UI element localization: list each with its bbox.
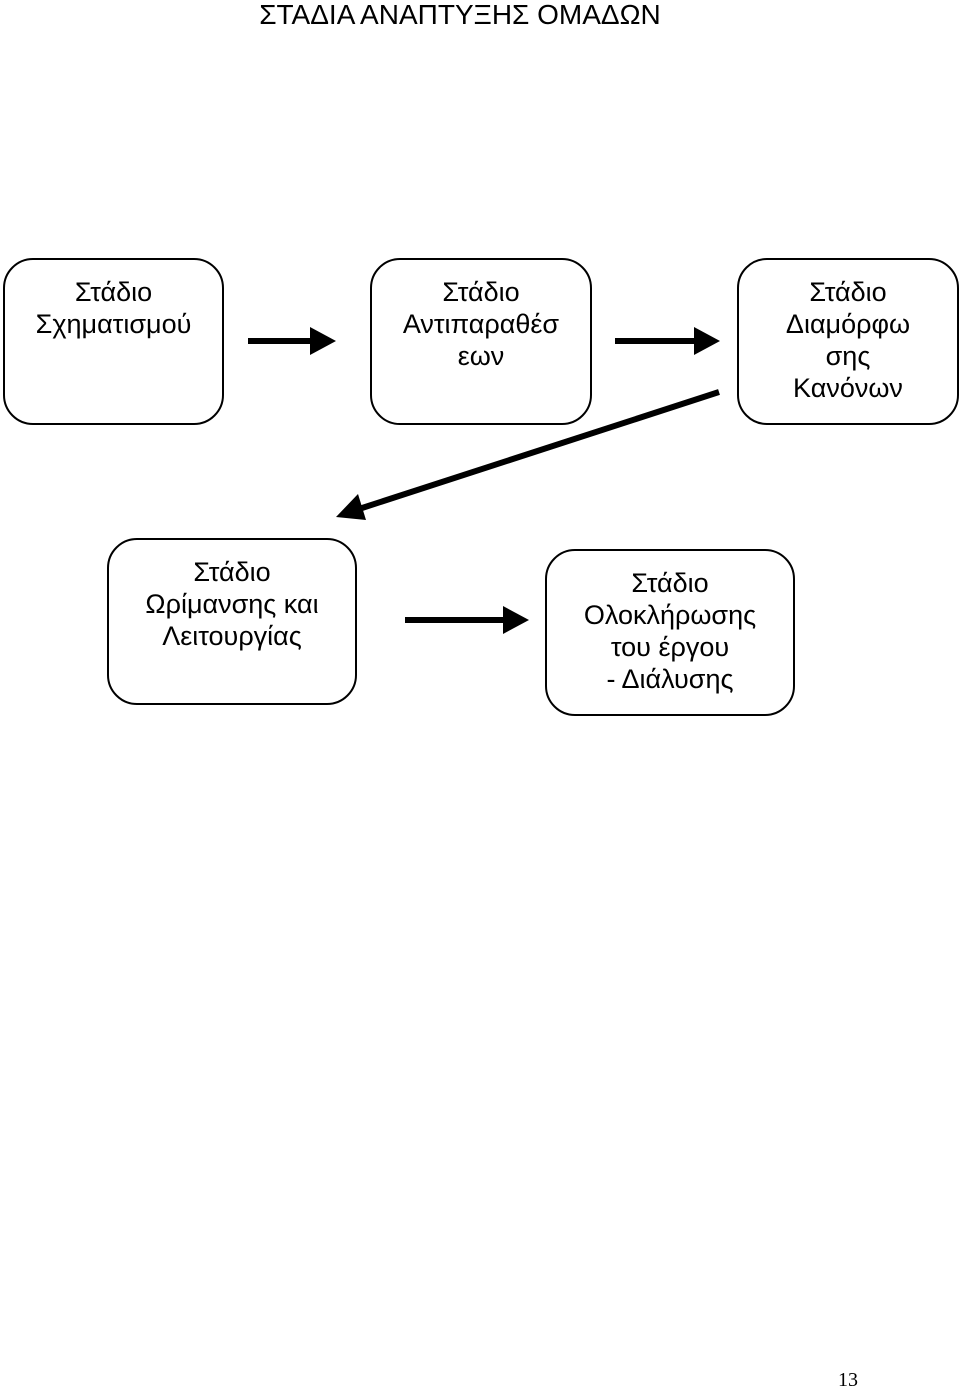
stage-box-adjourning: Στάδιο Ολοκλήρωσης του έργου - Διάλυσης (545, 549, 795, 716)
page-number: 13 (838, 1369, 858, 1391)
stage-label-line: Ολοκλήρωσης (583, 600, 757, 630)
stage-label-line: - Διάλυσης (606, 664, 734, 694)
stage-label-line: Αντιπαραθέσ (402, 309, 560, 339)
stage-label-line: Σχηματισμού (35, 309, 192, 339)
stage-box-norming: Στάδιο Διαμόρφω σης Κανόνων (737, 258, 959, 425)
arrow-right-icon (248, 327, 336, 355)
stage-label-line: Διαμόρφω (785, 309, 911, 339)
stage-label-line: Στάδιο (809, 277, 887, 307)
stage-label-line: εων (457, 341, 505, 371)
stage-label-line: Στάδιο (193, 557, 271, 587)
stage-label-line: σης (825, 341, 871, 371)
diagram-title: ΣΤΑΔΙΑ ΑΝΑΠΤΥΞΗΣ ΟΜΑΔΩΝ (259, 0, 661, 30)
stage-label-line: Ωρίμανσης και (145, 589, 319, 619)
stage-label-line: Στάδιο (74, 277, 153, 307)
arrow-right-icon (405, 606, 529, 634)
stage-label-line: Στάδιο (631, 568, 709, 598)
arrow-right-icon (615, 327, 720, 355)
stage-label-line: Στάδιο (442, 277, 520, 307)
stage-box-formation: Στάδιο Σχηματισμού (3, 258, 224, 425)
stage-box-storming: Στάδιο Αντιπαραθέσ εων (370, 258, 592, 425)
stage-label-line: του έργου (610, 632, 730, 662)
stage-label-line: Λειτουργίας (162, 621, 302, 651)
stage-box-performing: Στάδιο Ωρίμανσης και Λειτουργίας (107, 538, 357, 705)
stage-label-line: Κανόνων (793, 373, 903, 403)
